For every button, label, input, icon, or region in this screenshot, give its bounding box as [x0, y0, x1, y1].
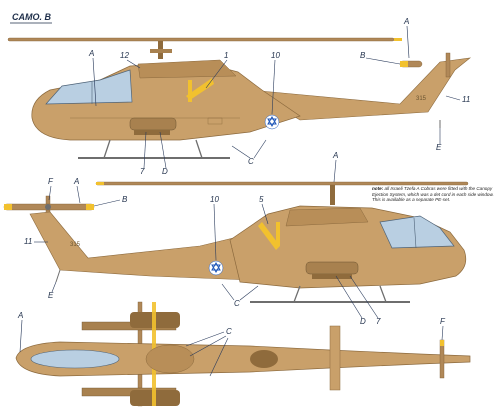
callout-a-rotor: A [332, 151, 338, 160]
horizontal-stabiliser [329, 325, 341, 391]
canopy-right [379, 215, 455, 249]
rocket-pod [129, 117, 177, 131]
yellow-id-stripe [186, 78, 214, 100]
callout-e: E [436, 143, 442, 152]
main-rotor-blade-right [95, 181, 469, 186]
rocket-pod-right [305, 261, 359, 275]
callout-7-mid: 7 [376, 317, 381, 326]
canopy-ejection-note: note: all Israeli Tzefa A Cobras were fi… [372, 186, 498, 203]
israeli-roundel [264, 114, 280, 130]
tail-boom [249, 57, 472, 121]
callout-1: 1 [224, 51, 228, 60]
profile-top-view: A C F [15, 301, 471, 407]
tail-blade-tip-yellow [400, 61, 408, 67]
yellow-stripe-vertical [188, 80, 192, 102]
scheme-title: CAMO. B [12, 12, 51, 22]
profile-left-side: 315 A 12 1 10 A B 11 E C 7 D [7, 17, 472, 176]
scheme-title-group: CAMO. B [10, 12, 52, 24]
callout-d: D [162, 167, 168, 176]
tail-rotor [445, 52, 451, 78]
callout-a-top: A [17, 311, 23, 320]
callout-b-mid: B [122, 195, 128, 204]
canopy [45, 69, 133, 105]
callout-11: 11 [462, 95, 470, 104]
rotor-hub [150, 49, 172, 53]
callout-a-mid: A [73, 177, 79, 186]
callout-c: C [248, 157, 254, 166]
engine-cowling-right [285, 207, 369, 227]
canopy-top [30, 349, 120, 369]
profile-right-side: 315 F A B A 10 5 11 E C D 7 [3, 151, 469, 326]
tail-code: 315 [416, 96, 427, 102]
callout-e-mid: E [48, 291, 54, 300]
callout-7: 7 [140, 167, 145, 176]
callout-11-mid: 11 [24, 237, 32, 246]
note-heading: note: [372, 186, 384, 191]
callout-c-top: C [226, 327, 232, 336]
callout-c-mid: C [234, 299, 240, 308]
note-text: all Israeli Tzefa A Cobras were fitted w… [372, 186, 494, 203]
israeli-roundel-right [208, 260, 224, 276]
callout-10: 10 [271, 51, 280, 60]
callout-a-tail: A [403, 17, 409, 26]
yellow-id-stripe-right [258, 222, 280, 250]
callout-f-top: F [440, 317, 446, 326]
engine-cowling [137, 59, 237, 79]
callout-b: B [360, 51, 366, 60]
callout-a: A [88, 49, 94, 58]
callout-f: F [48, 177, 54, 186]
callout-10-mid: 10 [210, 195, 219, 204]
tail-code-right: 315 [70, 242, 81, 248]
main-rotor-blade [7, 37, 395, 42]
blade-tip-yellow-right [96, 182, 104, 185]
stub-wing [134, 130, 170, 135]
rotor-mast-right [330, 185, 335, 205]
fuselage-top [15, 341, 471, 377]
callout-12: 12 [120, 51, 129, 60]
callout-5: 5 [259, 195, 264, 204]
callout-d-mid: D [360, 317, 366, 326]
blade-tip-yellow [394, 38, 402, 41]
